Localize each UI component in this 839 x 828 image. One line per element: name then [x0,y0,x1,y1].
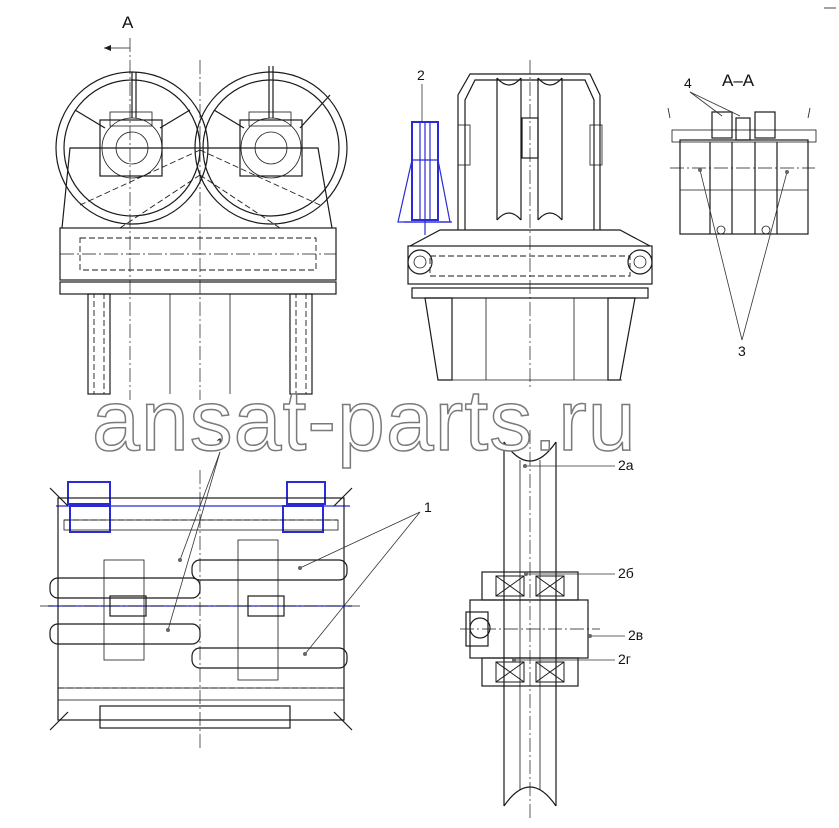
part-2-highlight [397,121,452,235]
plan-view [40,451,421,748]
section-a-a [667,91,817,341]
sheave-detail [460,430,625,820]
pos-2g-label: 2г [618,651,631,667]
section-mark-label: A [122,13,134,32]
front-view-twin-sheaves [55,38,348,400]
pos-3-label: 3 [738,343,746,359]
pos-2v-label: 2в [628,627,644,643]
pos-2a-label: 2а [618,457,634,473]
pos-1-label-left: 1 [216,435,224,451]
pos-4-label: 4 [684,75,692,91]
section-title-label: A–A [722,71,755,90]
watermark: ansat-parts.ru [91,373,637,469]
side-view [397,60,653,390]
pos-2b-label: 2б [618,565,634,581]
pos-1-label-right: 1 [424,499,432,515]
pos-2-label: 2 [417,67,425,83]
